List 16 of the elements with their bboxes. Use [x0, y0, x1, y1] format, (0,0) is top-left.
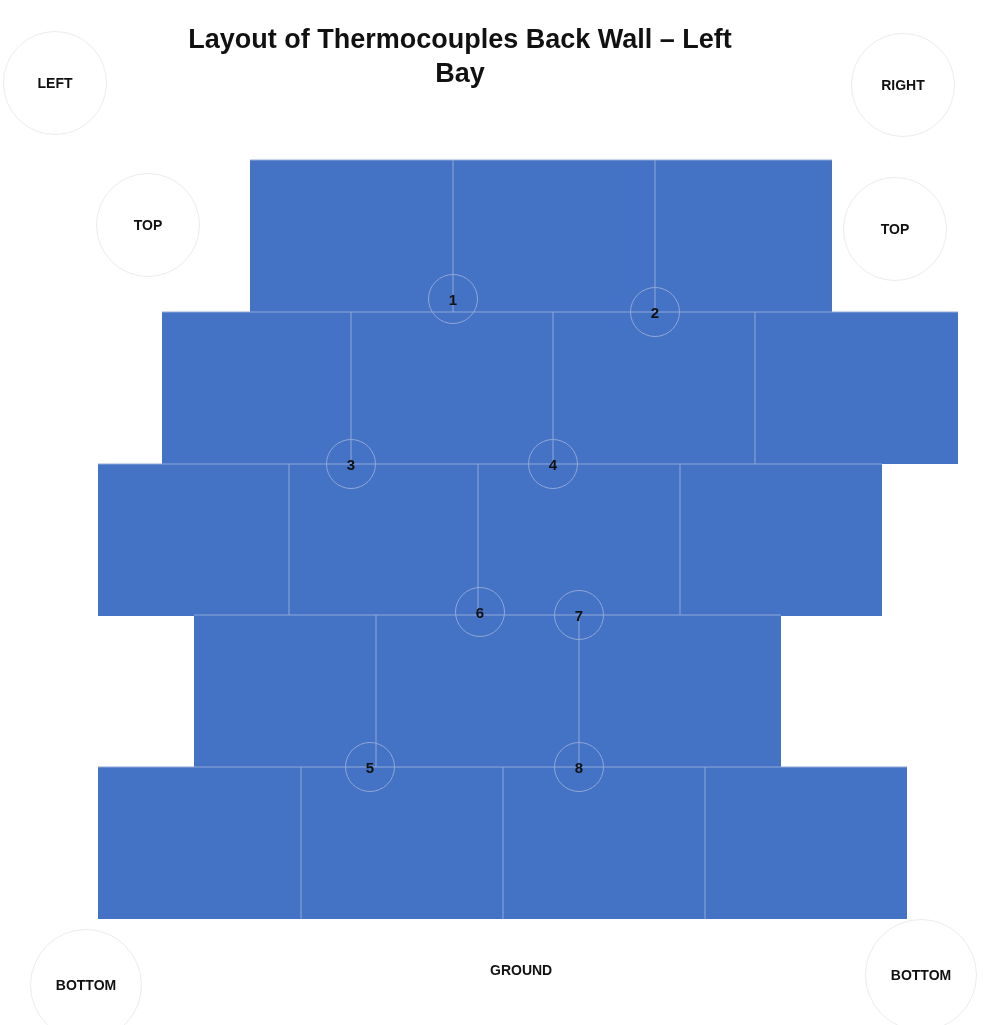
ground-label: GROUND — [490, 962, 553, 978]
thermocouple-marker: 5 — [345, 742, 395, 792]
thermocouple-marker: 1 — [428, 274, 478, 324]
orientation-circle: RIGHT — [851, 33, 955, 137]
title: Layout of Thermocouples Back Wall – Left Bay — [187, 23, 733, 90]
thermocouple-marker: 8 — [554, 742, 604, 792]
orientation-circle: TOP — [96, 173, 200, 277]
orientation-circle: BOTTOM — [30, 929, 142, 1025]
orientation-circle: LEFT — [3, 31, 107, 135]
thermocouple-marker: 2 — [630, 287, 680, 337]
thermocouple-marker: 6 — [455, 587, 505, 637]
thermocouple-marker: 4 — [528, 439, 578, 489]
thermocouple-marker: 7 — [554, 590, 604, 640]
orientation-circle: BOTTOM — [865, 919, 977, 1025]
thermocouple-marker: 3 — [326, 439, 376, 489]
orientation-circle: TOP — [843, 177, 947, 281]
